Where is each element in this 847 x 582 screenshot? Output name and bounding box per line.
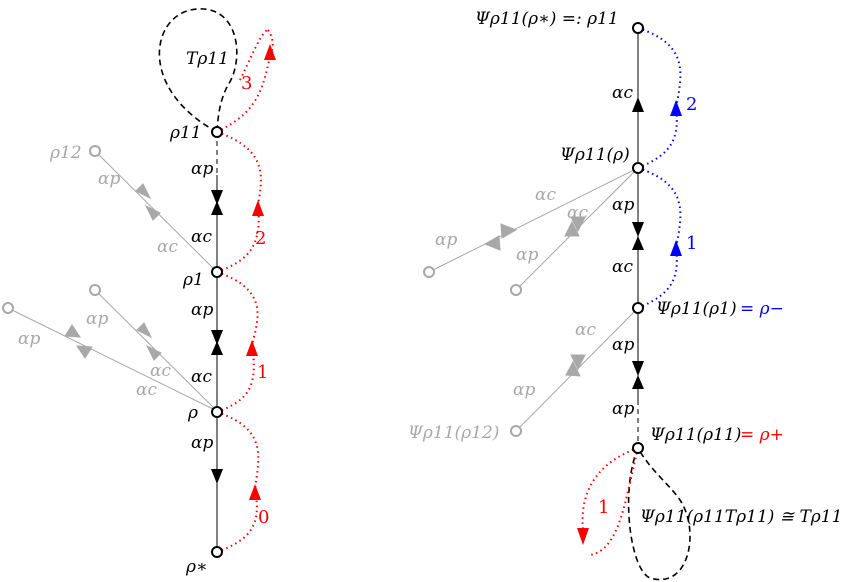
edge-arrowhead	[64, 324, 81, 338]
edge-branch-b-rho	[7, 307, 218, 412]
label-rho1: ρ1	[182, 270, 204, 290]
label-rho-minus: = ρ−	[740, 299, 784, 319]
label-alpha-c-2: αc	[191, 367, 212, 387]
label-r-alpha-p-3: αp	[612, 399, 634, 419]
loop-psi-t-rho11	[627, 447, 691, 581]
edge-arrowhead	[135, 183, 152, 200]
label-gray-alpha-p-1: αp	[98, 169, 120, 189]
label-gray-alpha-c-2: αc	[150, 361, 171, 381]
label-gray-alpha-c-1: αc	[157, 237, 178, 257]
step-0: 0	[258, 507, 269, 528]
red-arrow-right	[577, 528, 589, 545]
left-nodes	[211, 126, 223, 558]
blue-step-1: 1	[686, 233, 697, 254]
edge-arrowhead	[136, 322, 153, 339]
node-gray-b	[2, 302, 14, 314]
step-2: 2	[255, 228, 266, 249]
label-psi-rho11: Ψρ11(ρ11)	[650, 425, 741, 445]
label-r-gray-alpha-c-1: αc	[535, 185, 556, 205]
label-rho-plus: = ρ+	[740, 425, 784, 445]
label-r-gray-alpha-p-1: αp	[435, 230, 457, 250]
red-step-1-right: 1	[598, 497, 609, 518]
red-path-right	[581, 447, 639, 556]
node-rho11	[211, 126, 223, 138]
label-alpha-p-2: αp	[191, 300, 213, 320]
blue-paths-right	[637, 27, 682, 309]
label-rho-star: ρ∗	[185, 557, 208, 577]
label-alpha-p-3: αp	[191, 433, 213, 453]
node-rho	[211, 406, 223, 418]
loop-t-rho11	[158, 8, 238, 133]
label-r-alpha-c-1: αc	[612, 83, 633, 103]
red-arrows-left	[246, 44, 276, 500]
node-rho1	[211, 266, 223, 278]
label-r-alpha-p-2: αp	[612, 335, 634, 355]
label-r-alpha-p-1: αp	[612, 195, 634, 215]
right-diagram: Ψρ11(ρ∗) =: ρ11 Ψρ11(ρ) Ψρ11(ρ1) Ψρ11(ρ1…	[408, 9, 842, 581]
gray-branches-right	[423, 167, 639, 437]
step-3: 3	[241, 73, 252, 94]
right-spine-arrows	[632, 97, 644, 389]
label-psi-rho: Ψρ11(ρ)	[560, 145, 630, 165]
label-t-rho11: Tρ11	[186, 49, 229, 69]
red-paths-left	[216, 29, 274, 553]
node-rho12	[89, 145, 101, 157]
label-rho11: ρ11	[169, 123, 202, 143]
edge-arrowhead	[144, 204, 161, 221]
left-diagram: ρ∗ ρ ρ1 ρ11 Tρ11 αp αc αp αc αp ρ12 αp α…	[2, 8, 276, 577]
edge-arrowhead	[76, 345, 93, 359]
label-rho: ρ	[187, 403, 198, 423]
label-psi-loop: Ψρ11(ρ11Tρ11) ≅ Tρ11	[640, 507, 842, 527]
node-rho-star	[211, 546, 223, 558]
label-psi-rho-star: Ψρ11(ρ∗) =: ρ11	[475, 9, 619, 29]
label-psi-rho12: Ψρ11(ρ12)	[408, 423, 499, 443]
edge-arrowhead	[145, 344, 162, 361]
node-gray-a	[89, 284, 101, 296]
left-spine-arrows	[211, 190, 223, 484]
right-nodes	[632, 22, 644, 454]
label-alpha-c-1: αc	[191, 227, 212, 247]
label-gray-alpha-p-3: αp	[18, 329, 40, 349]
label-r-gray-alpha-c-3: αc	[575, 320, 596, 340]
gray-branches-left	[2, 145, 218, 412]
label-r-gray-alpha-c-2: αc	[567, 203, 588, 223]
label-gray-alpha-c-3: αc	[136, 380, 157, 400]
label-r-alpha-c-2: αc	[612, 257, 633, 277]
label-rho12: ρ12	[49, 143, 82, 163]
blue-step-2: 2	[686, 94, 697, 115]
label-psi-rho1: Ψρ11(ρ1)	[656, 299, 737, 319]
label-gray-alpha-p-2: αp	[86, 309, 108, 329]
step-1: 1	[257, 362, 268, 383]
label-r-gray-alpha-p-2: αp	[516, 245, 538, 265]
label-alpha-p-1: αp	[191, 159, 213, 179]
label-r-gray-alpha-p-3: αp	[513, 380, 535, 400]
